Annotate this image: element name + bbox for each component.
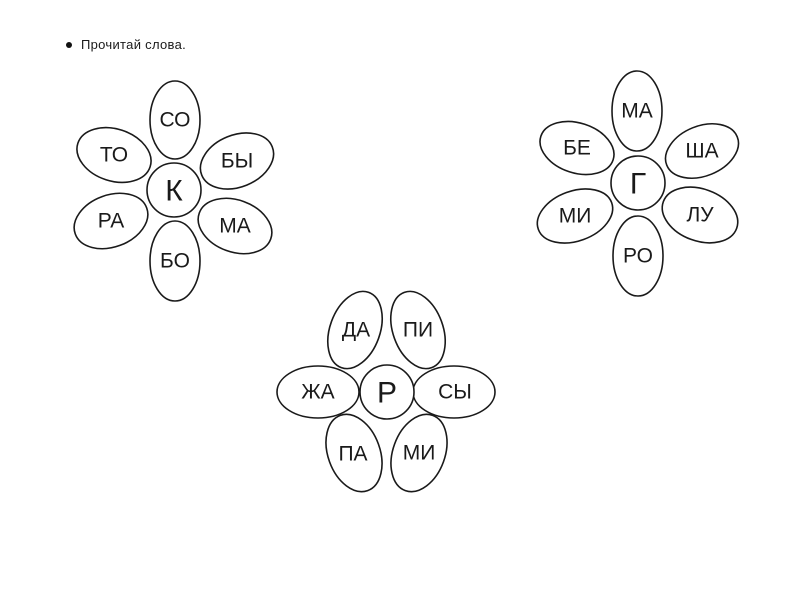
petal: ТО xyxy=(76,126,152,184)
instruction-text: Прочитай слова. xyxy=(81,37,187,52)
petal: СЫ xyxy=(412,365,496,419)
petal-label: БО xyxy=(160,250,190,273)
petal: БЫ xyxy=(199,132,275,190)
instruction-line: Прочитай слова. xyxy=(66,37,186,52)
petal: РО xyxy=(612,215,664,297)
petal-label: МА xyxy=(219,215,251,238)
flower-center: Р xyxy=(359,364,415,420)
petal-label: СО xyxy=(159,109,190,132)
center-letter: Г xyxy=(630,168,646,201)
petal: ША xyxy=(664,122,740,180)
petal-label: БЫ xyxy=(221,150,253,173)
flower-center: Г xyxy=(610,155,666,211)
petal-label: МИ xyxy=(559,205,592,228)
petal: ДА xyxy=(327,290,383,370)
petal-label: РО xyxy=(623,245,653,268)
petal-label: МА xyxy=(621,100,653,123)
petal: РА xyxy=(73,192,149,250)
petal-label: ТО xyxy=(100,144,128,167)
petal: ЛУ xyxy=(661,186,739,244)
flower-g: МА ША ЛУ РО МИ БЕ Г xyxy=(536,70,740,297)
petal-label: ПИ xyxy=(403,319,433,342)
petal-label: ША xyxy=(685,140,718,163)
petal-label: ПА xyxy=(338,443,367,466)
petal-label: ЛУ xyxy=(686,204,714,227)
flower-r: ДА ПИ СЫ МИ ПА ЖА Р xyxy=(276,290,496,493)
center-letter: К xyxy=(165,175,183,208)
petal-label: ЖА xyxy=(301,381,334,404)
petal: МА xyxy=(611,70,663,152)
petal: МИ xyxy=(536,188,614,244)
petal: ЖА xyxy=(276,365,360,419)
petal: БО xyxy=(149,220,201,302)
petal-label: ДА xyxy=(342,319,370,342)
flower-k: СО БЫ МА БО РА ТО К xyxy=(73,80,275,302)
petal: МА xyxy=(197,197,273,255)
petal-label: МИ xyxy=(403,442,436,465)
petal: БЕ xyxy=(539,120,615,176)
bullet-icon xyxy=(66,41,72,48)
flower-center: К xyxy=(146,162,202,218)
petal: МИ xyxy=(390,413,448,493)
petal-label: СЫ xyxy=(438,381,472,404)
petal: ПИ xyxy=(390,290,446,370)
petal-label: РА xyxy=(98,210,125,233)
petal: СО xyxy=(149,80,201,160)
petal-label: БЕ xyxy=(563,137,591,160)
center-letter: Р xyxy=(377,377,397,410)
petal: ПА xyxy=(325,413,383,493)
